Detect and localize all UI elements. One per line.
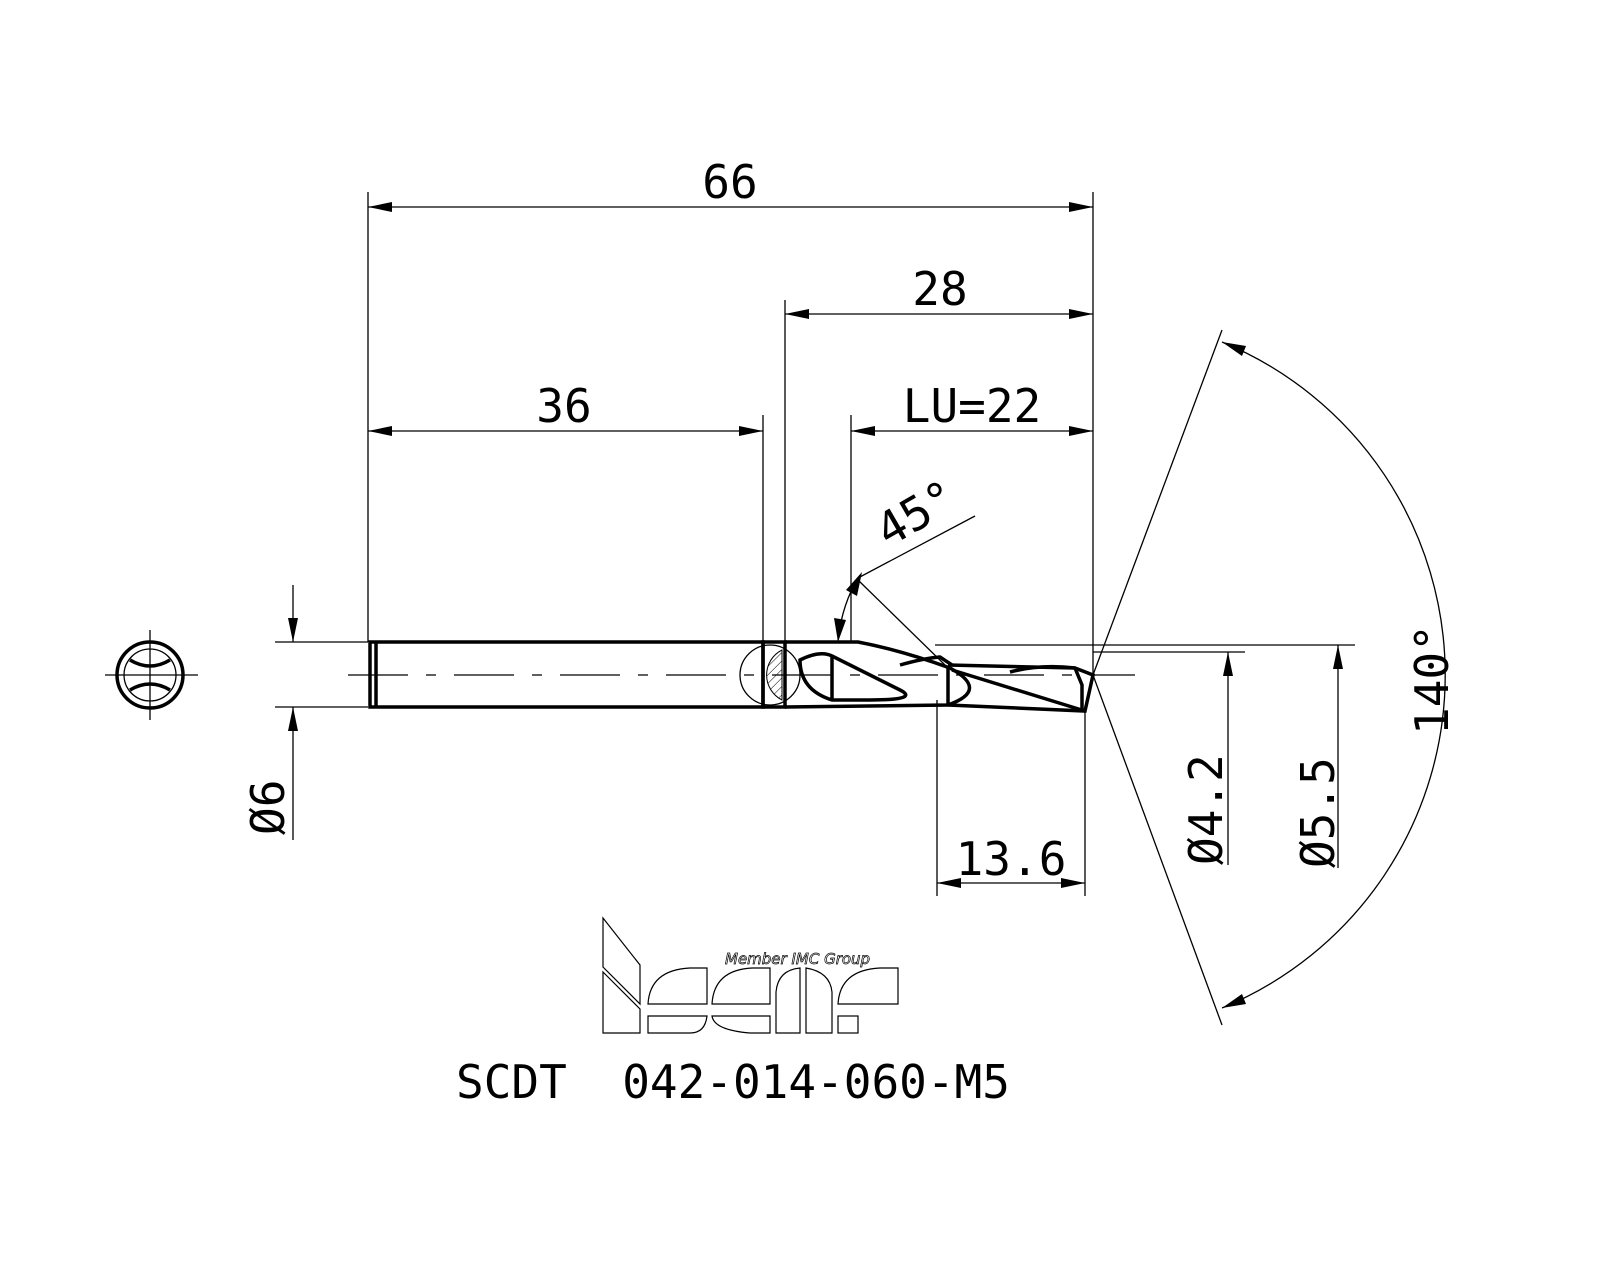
dimension-point-angle: 140° bbox=[1092, 329, 1459, 1026]
chamfer-angle-label: 45° bbox=[867, 469, 966, 557]
flute-section-label: 28 bbox=[912, 262, 967, 316]
dimension-shank-diameter: Ø6 bbox=[241, 585, 368, 840]
end-view bbox=[105, 630, 198, 720]
point-angle-label: 140° bbox=[1405, 624, 1459, 735]
step-length-label: 13.6 bbox=[956, 832, 1067, 886]
step-diameter-label: Ø5.5 bbox=[1291, 757, 1345, 868]
dimension-shank-length: 36 bbox=[368, 379, 764, 642]
dimension-usable-length: LU=22 bbox=[850, 379, 1093, 642]
overall-length-label: 66 bbox=[702, 155, 757, 209]
pilot-diameter-label: Ø4.2 bbox=[1179, 754, 1233, 865]
iscar-logo: Member IMC Group bbox=[602, 916, 899, 1034]
dimension-chamfer-angle: 45° bbox=[834, 469, 976, 666]
shank-length-label: 36 bbox=[536, 379, 591, 433]
part-number: SCDT 042-014-060-M5 bbox=[456, 1055, 1010, 1109]
dimension-flute-section: 28 bbox=[784, 262, 1093, 642]
dimension-step-length: 13.6 bbox=[936, 700, 1086, 896]
dimension-pilot-diameter: Ø4.2 bbox=[1093, 651, 1245, 865]
usable-length-label: LU=22 bbox=[903, 379, 1041, 433]
drill-side-view bbox=[348, 640, 1135, 713]
shank-diameter-label: Ø6 bbox=[241, 780, 295, 835]
dimension-step-diameter: Ø5.5 bbox=[935, 644, 1355, 868]
dimension-overall-length: 66 bbox=[367, 155, 1094, 675]
logo-tagline: Member IMC Group bbox=[725, 950, 870, 968]
